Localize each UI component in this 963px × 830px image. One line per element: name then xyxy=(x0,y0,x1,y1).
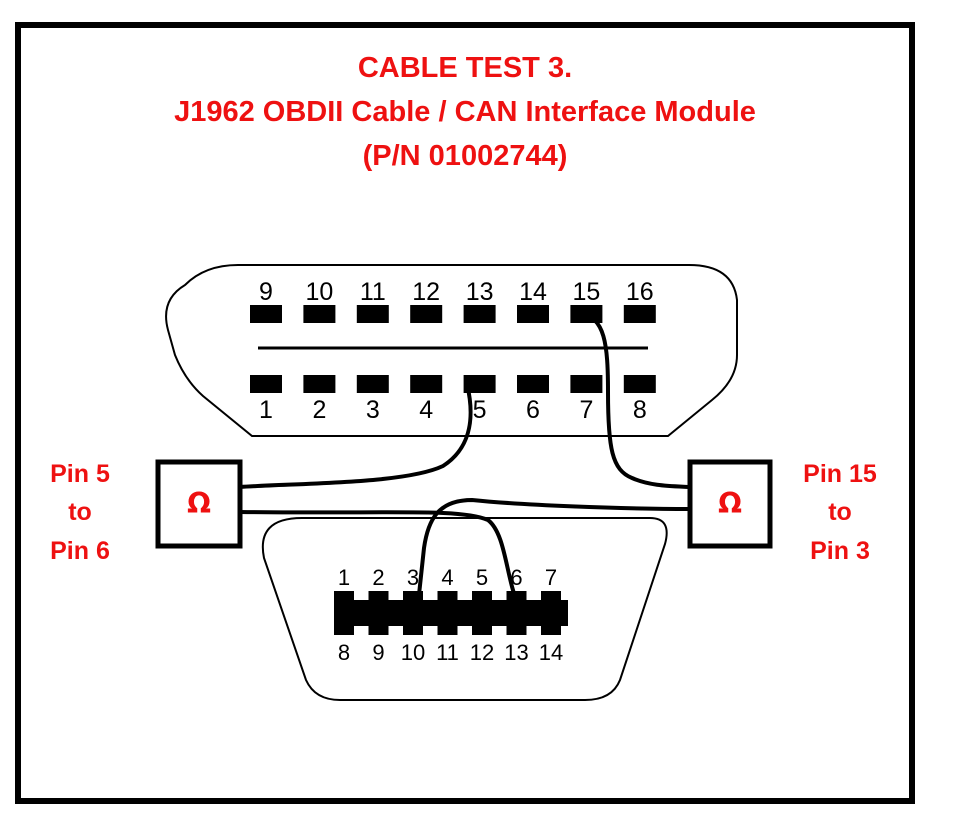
obd-pin-11 xyxy=(356,305,389,323)
ohmmeter-right-box xyxy=(687,459,773,549)
title-line-2: J1962 OBDII Cable / CAN Interface Module xyxy=(174,96,756,128)
obd-pin-14 xyxy=(517,305,549,323)
obd-pin-2 xyxy=(303,375,336,393)
db-pin-label-9: 9 xyxy=(372,640,384,665)
obd-pin-label-13: 13 xyxy=(466,278,494,306)
db-pin-label-8: 8 xyxy=(338,640,350,665)
db-pin-label-1: 1 xyxy=(338,565,350,590)
db-pin-label-14: 14 xyxy=(539,640,563,665)
obd-pin-label-4: 4 xyxy=(419,396,433,424)
db-pin-label-12: 12 xyxy=(470,640,494,665)
left-label-line-2: to xyxy=(68,498,92,526)
test-wires xyxy=(238,312,692,606)
obd-pin-7 xyxy=(570,375,603,393)
left-label-line-1: Pin 5 xyxy=(50,460,110,488)
db-pin-label-6: 6 xyxy=(510,565,522,590)
db-pin-5 xyxy=(472,591,492,635)
db-pin-label-11: 11 xyxy=(436,640,459,665)
obd-pin-label-1: 1 xyxy=(259,396,273,424)
obd-pin-16 xyxy=(623,305,656,323)
obd-pin-3 xyxy=(356,375,389,393)
db-pin-label-7: 7 xyxy=(545,565,557,590)
right-meter-label: Pin 15 to Pin 3 xyxy=(803,460,877,565)
obd-pin-label-12: 12 xyxy=(412,278,440,306)
obd-pin-label-3: 3 xyxy=(366,396,380,424)
right-label-line-3: Pin 3 xyxy=(810,537,870,565)
db-pin-4 xyxy=(437,591,458,635)
obd-pin-label-9: 9 xyxy=(259,278,273,306)
wire-left-meter-to-db-pin6 xyxy=(238,510,520,606)
obd-pin-1 xyxy=(250,375,282,393)
obd-pin-8 xyxy=(623,375,656,393)
diagram-title: CABLE TEST 3. J1962 OBDII Cable / CAN In… xyxy=(174,52,756,172)
ohmmeter-left: Ω xyxy=(155,459,243,549)
obd-pin-12 xyxy=(410,305,443,323)
obd-pin-label-8: 8 xyxy=(633,396,647,424)
db-pin-label-10: 10 xyxy=(401,640,425,665)
db-pin-6 xyxy=(506,591,527,635)
db-pin-2 xyxy=(368,591,389,635)
right-label-line-2: to xyxy=(828,498,852,526)
db-pin-label-2: 2 xyxy=(372,565,384,590)
obd-pin-6 xyxy=(517,375,549,393)
obd-pin-10 xyxy=(303,305,336,323)
ohmmeter-right-icon: Ω xyxy=(718,487,742,520)
obd-pin-label-14: 14 xyxy=(519,278,547,306)
wire-right-meter-to-db-pin3 xyxy=(416,498,692,606)
obd-pin-13 xyxy=(463,305,496,323)
db-pin-label-13: 13 xyxy=(504,640,528,665)
ohmmeter-right: Ω xyxy=(687,459,773,549)
obd-pin-5 xyxy=(463,375,496,393)
db-pin-label-4: 4 xyxy=(441,565,453,590)
obd-pin-label-2: 2 xyxy=(312,396,326,424)
title-line-1: CABLE TEST 3. xyxy=(358,52,572,84)
wire-obd-pin5 xyxy=(238,382,473,489)
obd-pin-label-16: 16 xyxy=(626,278,654,306)
left-meter-label: Pin 5 to Pin 6 xyxy=(50,460,110,565)
right-label-line-1: Pin 15 xyxy=(803,460,877,488)
left-label-line-3: Pin 6 xyxy=(50,537,110,565)
db-pin-label-3: 3 xyxy=(407,565,419,590)
obd-pin-label-7: 7 xyxy=(579,396,593,424)
db-pin-7 xyxy=(541,591,561,635)
obd-pin-label-15: 15 xyxy=(572,278,600,306)
title-line-3: (P/N 01002744) xyxy=(363,140,568,172)
obd-pin-label-10: 10 xyxy=(305,278,333,306)
obd-pin-label-5: 5 xyxy=(473,396,487,424)
wire-obd-pin15 xyxy=(578,312,692,489)
obd-pin-4 xyxy=(410,375,443,393)
obd-pin-label-6: 6 xyxy=(526,396,540,424)
ohmmeter-left-icon: Ω xyxy=(187,487,211,520)
db-pin-label-5: 5 xyxy=(476,565,488,590)
obd-pin-label-11: 11 xyxy=(360,278,386,306)
db-pin-1 xyxy=(334,591,354,635)
ohmmeter-left-box xyxy=(155,459,243,549)
obd-pin-9 xyxy=(250,305,282,323)
